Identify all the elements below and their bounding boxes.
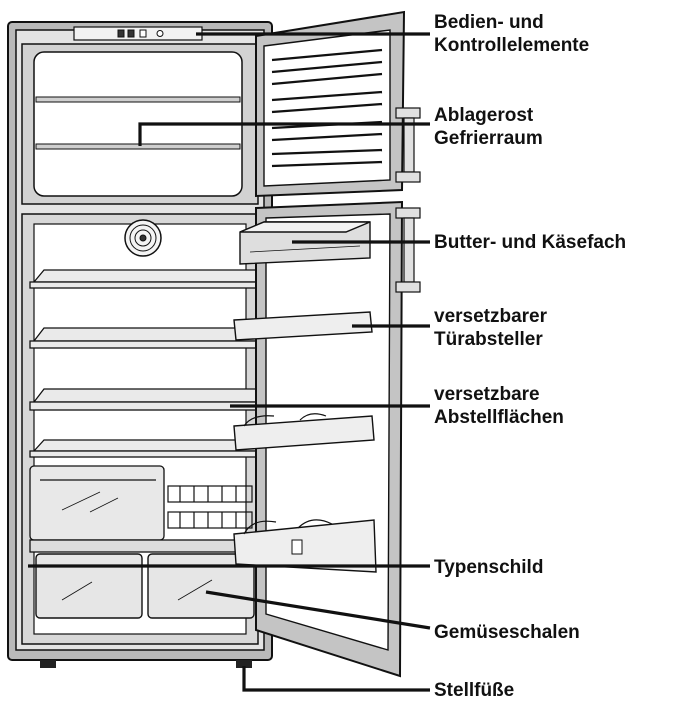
- label-feet-line1: Stellfüße: [434, 680, 515, 701]
- label-controls: Bedien- und Kontrollelemente: [434, 11, 589, 57]
- crisper-area: [29, 465, 259, 553]
- vegetable-bins: [35, 553, 255, 619]
- label-controls-line2: Kontrollelemente: [434, 35, 590, 56]
- label-freezer-shelf: Ablagerost Gefrierraum: [434, 104, 543, 150]
- label-shelves: versetzbare Abstellflächen: [434, 383, 564, 429]
- label-freezer-shelf-line2: Gefrierraum: [434, 128, 543, 149]
- label-type-plate: Typenschild: [434, 556, 543, 579]
- label-door-shelf: versetzbarer Türabsteller: [434, 305, 547, 351]
- label-door-shelf-line2: Türabsteller: [434, 329, 543, 350]
- fridge-feet: [40, 660, 252, 668]
- label-feet: Stellfüße: [434, 679, 514, 702]
- control-panel: [73, 26, 203, 41]
- label-freezer-shelf-line1: Ablagerost: [434, 105, 534, 126]
- label-shelves-line2: Abstellflächen: [434, 407, 564, 428]
- label-butter-cheese: Butter- und Käsefach: [434, 231, 626, 254]
- freezer-shelf-rack: [35, 96, 241, 150]
- fan-unit: [124, 219, 162, 257]
- door-racks: [233, 311, 377, 573]
- label-vegetable-bins-line1: Gemüseschalen: [434, 622, 580, 643]
- freezer-door: [255, 10, 421, 198]
- label-vegetable-bins: Gemüseschalen: [434, 621, 580, 644]
- label-controls-line1: Bedien- und: [434, 12, 544, 33]
- label-shelves-line1: versetzbare: [434, 384, 540, 405]
- leader-lines: [28, 32, 431, 692]
- label-door-shelf-line1: versetzbarer: [434, 306, 548, 327]
- label-type-plate-line1: Typenschild: [434, 557, 544, 578]
- label-butter-cheese-line1: Butter- und Käsefach: [434, 232, 627, 253]
